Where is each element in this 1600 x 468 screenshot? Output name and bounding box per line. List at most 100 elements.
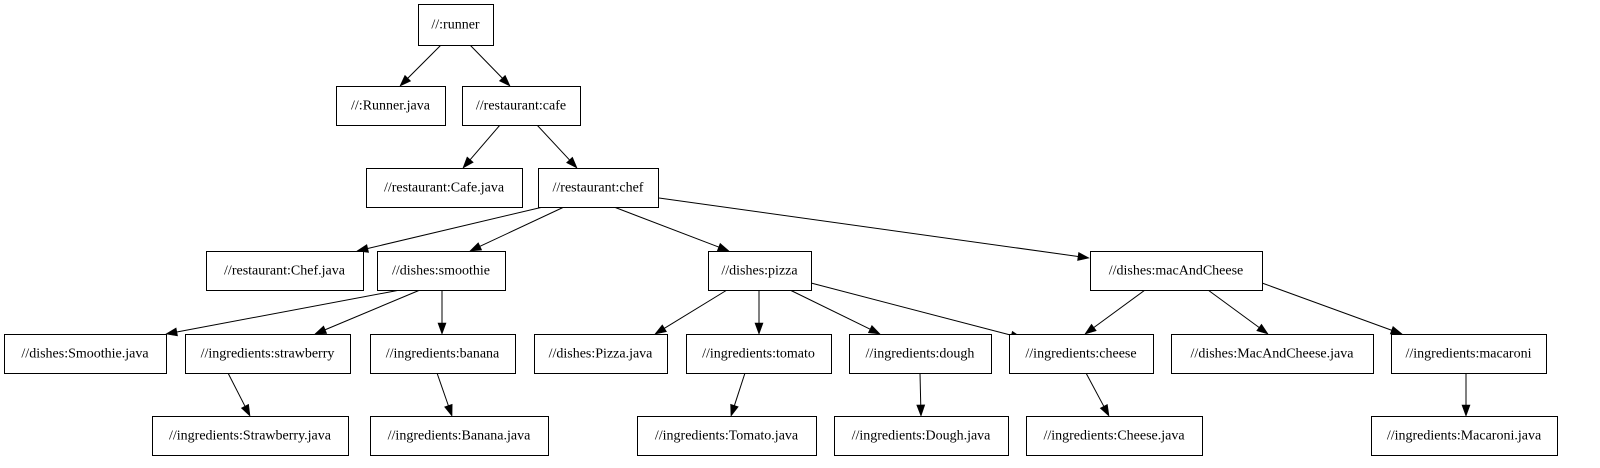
edge-arrowhead-icon: [1099, 403, 1110, 417]
node-box[interactable]: [686, 334, 832, 374]
graph-node-dishes_pizza[interactable]: //dishes:pizza: [708, 251, 812, 291]
graph-node-chef_java[interactable]: //restaurant:Chef.java: [206, 251, 364, 291]
node-box[interactable]: [1009, 334, 1154, 374]
graph-node-tomato_java[interactable]: //ingredients:Tomato.java: [637, 416, 817, 456]
node-box[interactable]: [370, 334, 516, 374]
node-box[interactable]: [534, 334, 668, 374]
node-box[interactable]: [4, 334, 167, 374]
node-box[interactable]: [1171, 334, 1374, 374]
node-box[interactable]: [834, 416, 1009, 456]
edge-arrowhead-icon: [462, 156, 474, 169]
edge-arrowhead-icon: [399, 74, 412, 87]
graph-edge: [1461, 373, 1471, 417]
graph-edge: [654, 289, 728, 335]
edge-arrowhead-icon: [1077, 252, 1090, 261]
node-box[interactable]: [849, 334, 992, 374]
graph-edge: [789, 289, 881, 335]
node-box[interactable]: [462, 86, 581, 126]
edge-arrowhead-icon: [754, 322, 764, 335]
edge-line: [613, 206, 719, 248]
graph-node-strawberry_java[interactable]: //ingredients:Strawberry.java: [152, 416, 349, 456]
edge-line: [367, 206, 544, 249]
graph-node-pizza_java[interactable]: //dishes:Pizza.java: [534, 334, 668, 374]
edge-line: [436, 372, 449, 406]
graph-node-macandcheese_java[interactable]: //dishes:MacAndCheese.java: [1171, 334, 1374, 374]
graph-node-ing_cheese[interactable]: //ingredients:cheese: [1009, 334, 1154, 374]
node-label: //ingredients:Cheese.java: [1043, 429, 1185, 444]
edge-line: [1207, 289, 1260, 328]
node-label: //dishes:MacAndCheese.java: [1191, 347, 1355, 362]
node-box[interactable]: [1090, 251, 1263, 291]
edge-line: [733, 372, 746, 406]
graph-node-ing_dough[interactable]: //ingredients:dough: [849, 334, 992, 374]
node-label: //ingredients:strawberry: [201, 347, 335, 362]
edge-arrowhead-icon: [566, 156, 578, 169]
graph-edge: [469, 206, 565, 252]
node-box[interactable]: [418, 4, 494, 46]
node-box[interactable]: [1026, 416, 1203, 456]
edge-arrowhead-icon: [1084, 323, 1097, 335]
edge-arrowhead-icon: [716, 242, 730, 252]
graph-nodes-layer: //:runner //:Runner.java //restaurant:cafe…: [4, 4, 1558, 456]
edge-line: [407, 44, 442, 79]
graph-node-banana_java[interactable]: //ingredients:Banana.java: [370, 416, 549, 456]
graph-node-dishes_macandcheese[interactable]: //dishes:macAndCheese: [1090, 251, 1263, 291]
node-box[interactable]: [206, 251, 364, 291]
graph-node-ing_strawberry[interactable]: //ingredients:strawberry: [185, 334, 351, 374]
node-box[interactable]: [366, 168, 523, 208]
graph-node-ing_tomato[interactable]: //ingredients:tomato: [686, 334, 832, 374]
node-box[interactable]: [1371, 416, 1558, 456]
edge-line: [1093, 289, 1146, 328]
graph-node-restaurant_chef[interactable]: //restaurant:chef: [538, 168, 659, 208]
node-label: //ingredients:macaroni: [1406, 347, 1532, 362]
graph-edge: [810, 282, 1023, 340]
node-box[interactable]: [370, 416, 549, 456]
edge-arrowhead-icon: [867, 325, 881, 335]
node-box[interactable]: [708, 251, 812, 291]
node-label: //ingredients:tomato: [702, 347, 815, 362]
node-label: //restaurant:chef: [553, 181, 644, 196]
graph-edge: [436, 372, 453, 417]
graph-node-restaurant_cafe[interactable]: //restaurant:cafe: [462, 86, 581, 126]
graph-node-ing_macaroni[interactable]: //ingredients:macaroni: [1391, 334, 1547, 374]
graph-node-smoothie_java[interactable]: //dishes:Smoothie.java: [4, 334, 167, 374]
edge-arrowhead-icon: [1256, 323, 1269, 335]
node-label: //:Runner.java: [351, 99, 431, 114]
node-box[interactable]: [336, 86, 446, 126]
graph-node-runner_java[interactable]: //:Runner.java: [336, 86, 446, 126]
node-box[interactable]: [152, 416, 349, 456]
node-label: //ingredients:Dough.java: [852, 429, 992, 444]
node-box[interactable]: [377, 251, 506, 291]
graph-node-runner[interactable]: //:runner: [418, 4, 494, 46]
node-label: //ingredients:Strawberry.java: [169, 429, 332, 444]
edge-line: [479, 206, 565, 247]
graph-node-dough_java[interactable]: //ingredients:Dough.java: [834, 416, 1009, 456]
node-box[interactable]: [1391, 334, 1547, 374]
graph-node-cafe_java[interactable]: //restaurant:Cafe.java: [366, 168, 523, 208]
node-label: //ingredients:dough: [866, 347, 975, 362]
edge-arrowhead-icon: [916, 404, 926, 417]
node-label: //restaurant:cafe: [476, 99, 566, 114]
graph-edge: [437, 290, 447, 335]
graph-node-cheese_java[interactable]: //ingredients:Cheese.java: [1026, 416, 1203, 456]
graph-node-dishes_smoothie[interactable]: //dishes:smoothie: [377, 251, 506, 291]
node-box[interactable]: [538, 168, 659, 208]
edge-line: [810, 282, 1012, 336]
edge-arrowhead-icon: [498, 74, 511, 87]
edge-arrowhead-icon: [1461, 404, 1471, 417]
edge-line: [176, 289, 401, 333]
node-label: //ingredients:Banana.java: [388, 429, 531, 444]
node-label: //ingredients:Tomato.java: [655, 429, 799, 444]
edge-arrowhead-icon: [444, 403, 453, 417]
graph-node-macaroni_java[interactable]: //ingredients:Macaroni.java: [1371, 416, 1558, 456]
graph-edge: [730, 372, 746, 417]
node-box[interactable]: [185, 334, 351, 374]
node-box[interactable]: [637, 416, 817, 456]
graph-edge: [462, 124, 501, 169]
graph-node-ing_banana[interactable]: //ingredients:banana: [370, 334, 516, 374]
edge-line: [227, 372, 246, 407]
node-label: //dishes:macAndCheese: [1109, 264, 1244, 279]
node-label: //dishes:pizza: [721, 264, 798, 279]
